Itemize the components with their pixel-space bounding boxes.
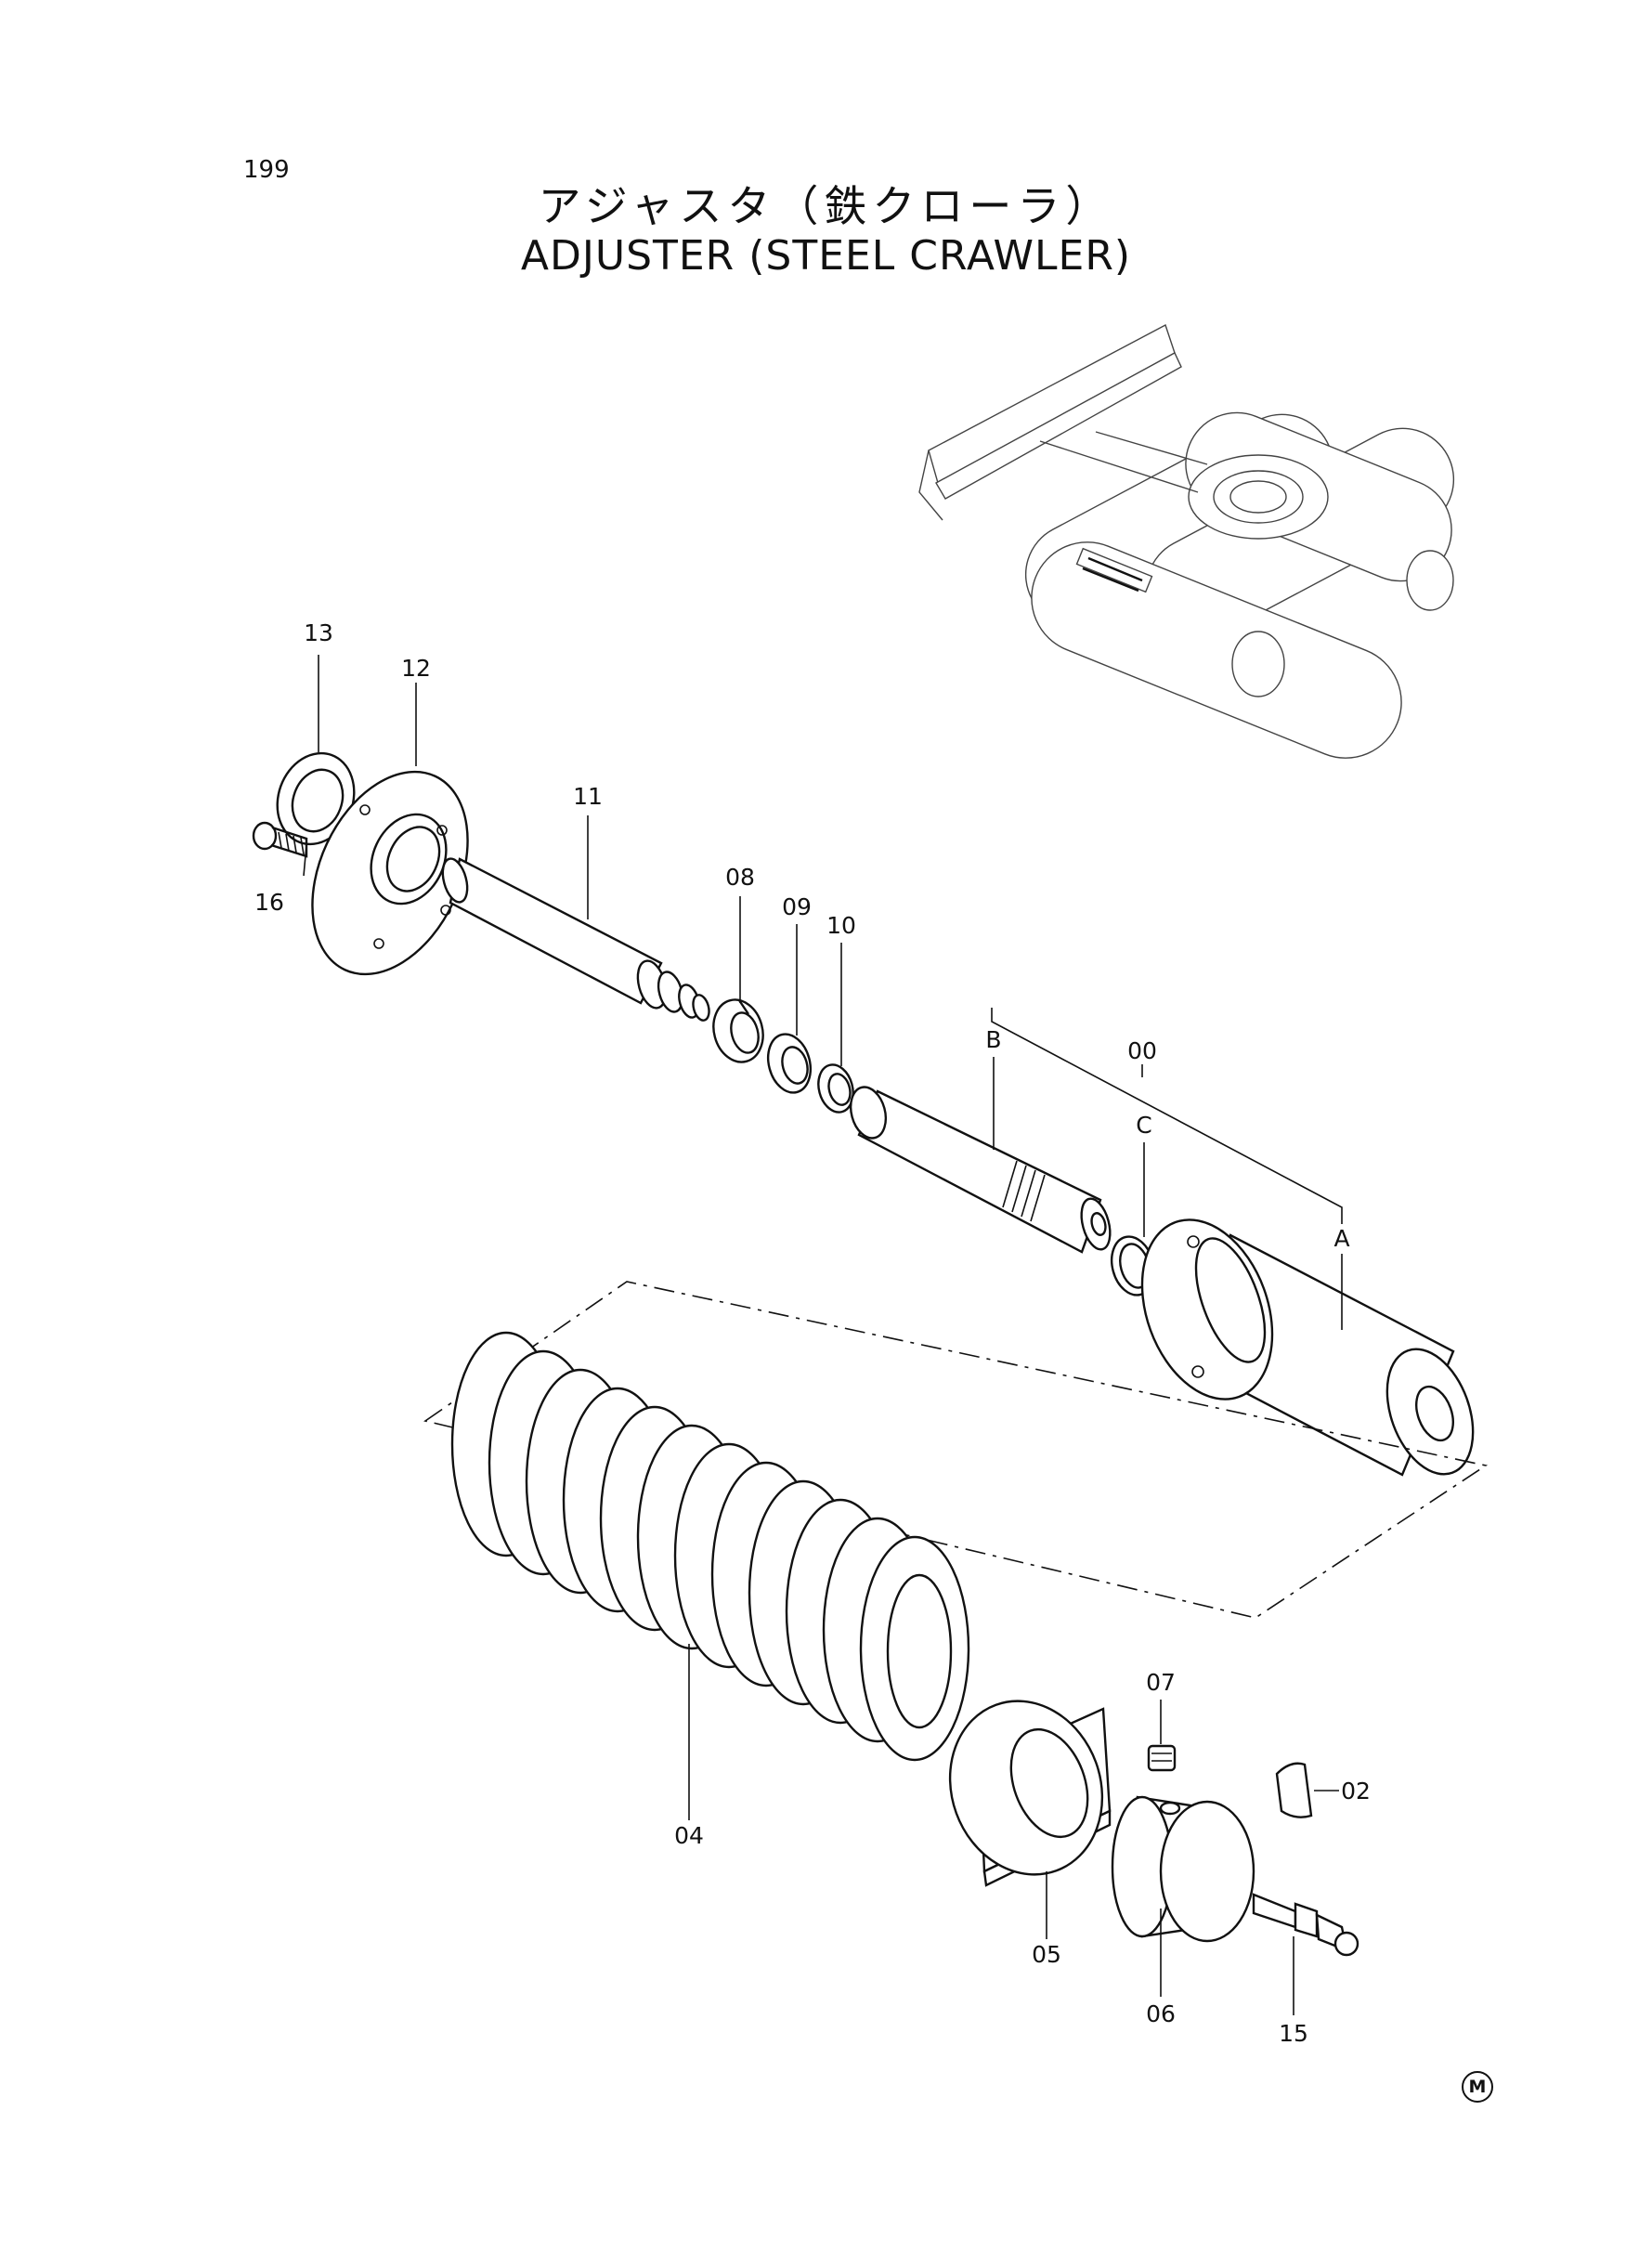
part-15-grease-fitting bbox=[1252, 1893, 1359, 1957]
part-07-plug bbox=[1147, 1744, 1177, 1772]
callout-b: B bbox=[985, 1026, 1001, 1053]
assembly-frame bbox=[423, 1281, 1489, 1619]
callout-00: 00 bbox=[1127, 1037, 1157, 1064]
callout-15: 15 bbox=[1279, 2020, 1308, 2047]
callout-16: 16 bbox=[254, 889, 284, 916]
part-12-flange bbox=[311, 770, 469, 976]
callout-c: C bbox=[1136, 1112, 1151, 1139]
part-b-piston bbox=[849, 1086, 1112, 1254]
undercarriage-overview bbox=[918, 323, 1455, 759]
callout-a: A bbox=[1333, 1225, 1349, 1252]
leader-16 bbox=[303, 844, 307, 877]
callout-10: 10 bbox=[826, 912, 856, 939]
part-02-shim bbox=[1275, 1762, 1313, 1818]
catalog-mark-icon: M bbox=[1462, 2071, 1493, 2103]
callout-08: 08 bbox=[725, 864, 755, 891]
page-number: 199 bbox=[243, 156, 290, 184]
callout-07: 07 bbox=[1146, 1669, 1176, 1696]
part-09-bushing bbox=[766, 1033, 813, 1094]
callout-05: 05 bbox=[1032, 1941, 1061, 1968]
callout-11: 11 bbox=[573, 783, 603, 810]
callout-12: 12 bbox=[401, 655, 431, 682]
title-english: ADJUSTER (STEEL CRAWLER) bbox=[520, 232, 1132, 280]
callout-04: 04 bbox=[674, 1822, 704, 1849]
title-japanese: アジャスタ（鉄クローラ） bbox=[538, 181, 1114, 231]
part-a-cylinder bbox=[1140, 1218, 1475, 1477]
part-04-spring bbox=[450, 1331, 970, 1762]
assembly-bracket bbox=[991, 1008, 1343, 1224]
part-08-collar bbox=[712, 998, 764, 1063]
part-06-grease-cylinder bbox=[1111, 1795, 1255, 1943]
callout-06: 06 bbox=[1146, 2000, 1176, 2027]
callout-13: 13 bbox=[304, 619, 333, 646]
callout-09: 09 bbox=[782, 893, 812, 920]
part-11-rod bbox=[441, 857, 710, 1022]
part-05-seat bbox=[948, 1700, 1112, 1887]
part-16-bolt bbox=[252, 821, 308, 858]
part-10-snap-ring bbox=[817, 1063, 854, 1114]
callout-02: 02 bbox=[1341, 1778, 1371, 1804]
